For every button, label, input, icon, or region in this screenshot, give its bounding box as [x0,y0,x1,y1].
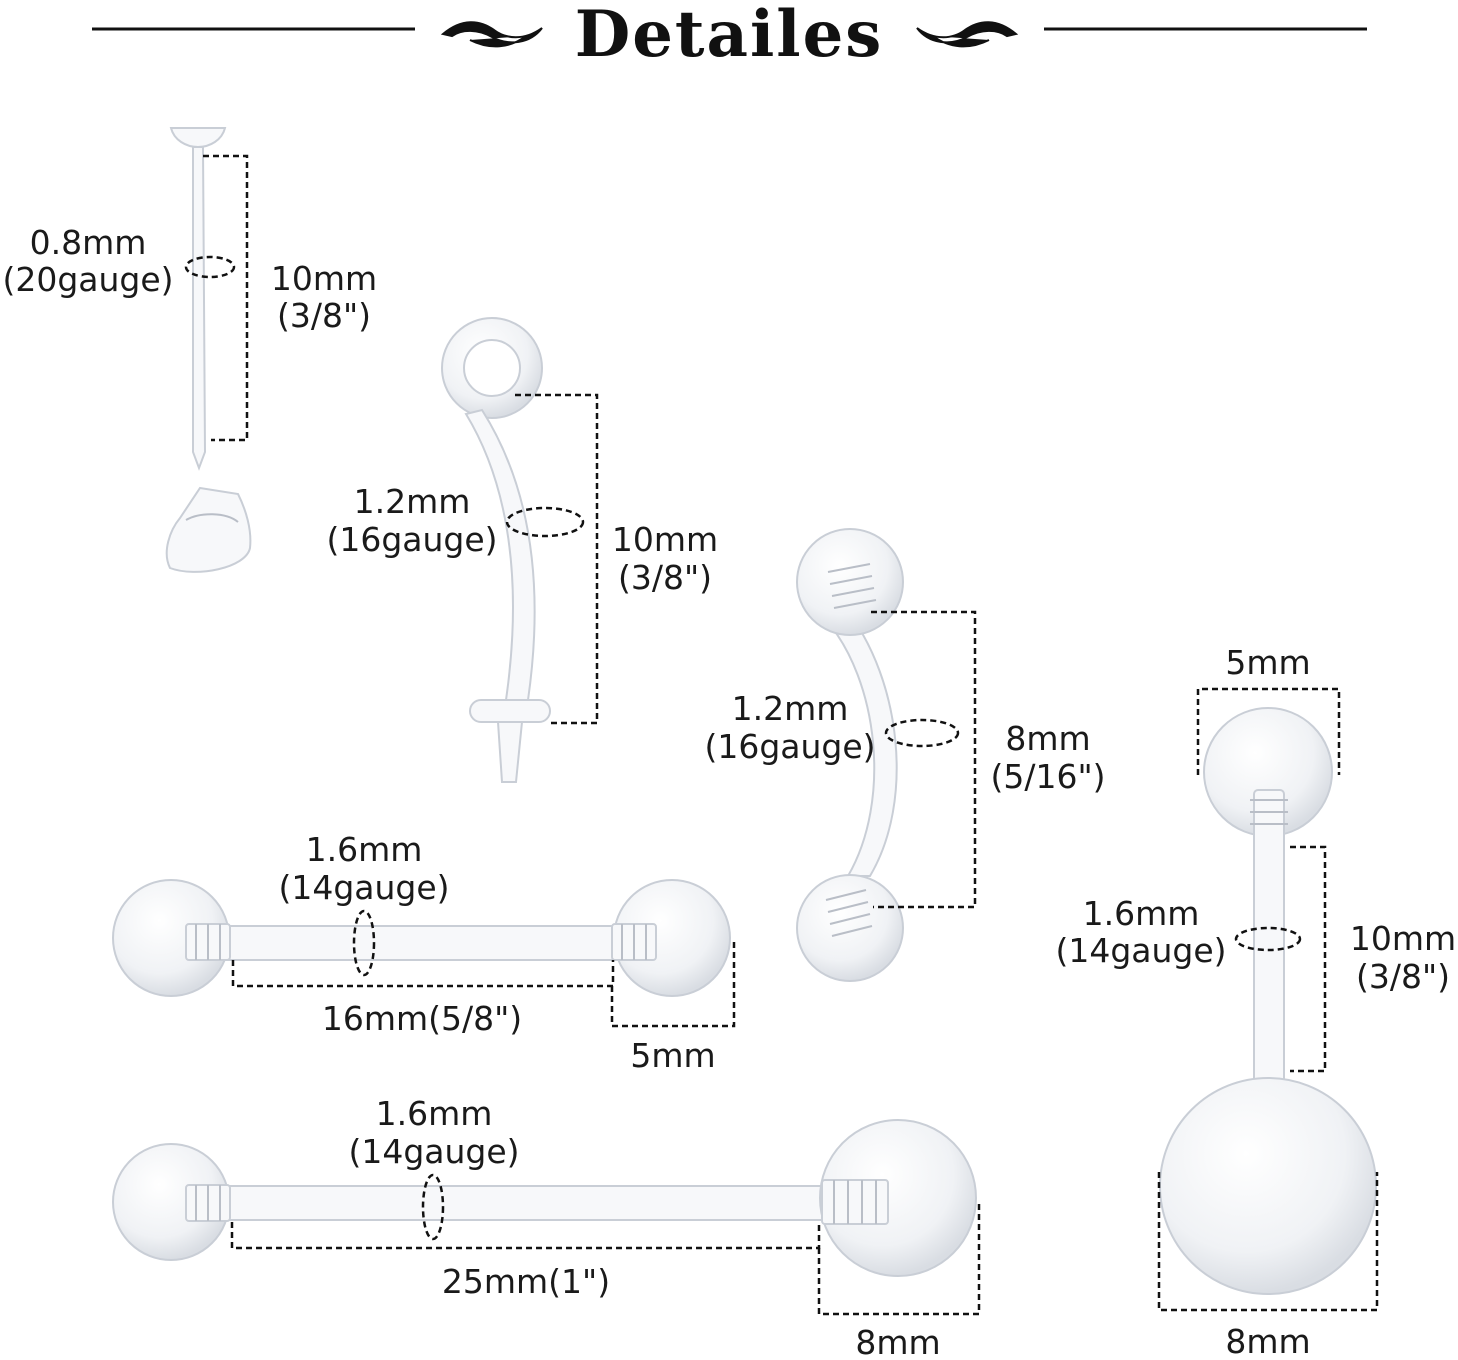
industrial-barbell-length-bracket [230,1222,821,1250]
belly-barbell-bottom-ball-size: 8mm [1225,1322,1310,1360]
curved-labret-gauge-mm: 1.2mm [354,482,471,521]
page-title: Detailes [575,0,884,72]
tongue-barbell-ball-size: 5mm [630,1036,715,1075]
curved-barbell-length-mm: 8mm [1005,719,1090,758]
industrial-barbell-bar [189,1185,851,1221]
header: Detailes [92,0,1367,72]
curved-labret-length-in: (3/8") [618,558,712,597]
tongue-barbell-gauge-mm: 1.6mm [306,830,423,869]
tongue-barbell-gauge: (14gauge) [278,868,449,907]
labret-post [192,146,207,471]
industrial-barbell-gauge-mm: 1.6mm [376,1094,493,1133]
belly-barbell-length-bracket [1290,845,1327,1073]
curved-barbell-bottom-ball [796,874,904,982]
belly-barbell-top-ball-size: 5mm [1225,643,1310,682]
tongue-barbell: 1.6mm (14gauge) 16mm(5/8") 5mm [112,830,736,1075]
flourish-left-icon [440,21,543,48]
curved-barbell-length-bracket [871,610,977,909]
belly-barbell-gauge-ring [1234,926,1302,952]
curved-barbell-gauge-mm: 1.2mm [732,689,849,728]
curved-labret-length-bracket [515,393,599,725]
tongue-barbell-ball-bracket [610,940,736,1028]
curved-labret-gauge-ring [505,506,585,538]
industrial-barbell: 1.6mm (14gauge) 25mm(1") 8mm [112,1094,981,1360]
labret-length-bracket [203,154,249,442]
curved-labret-tip [496,721,524,783]
tongue-barbell-gauge-ring [352,909,376,977]
industrial-barbell-length: 25mm(1") [442,1262,610,1301]
belly-barbell-bottom-ball-bracket [1157,1172,1379,1312]
belly-barbell-length-mm: 10mm [1350,919,1456,958]
belly-barbell-length-in: (3/8") [1356,957,1450,996]
belly-barbell-gauge-mm: 1.6mm [1083,894,1200,933]
labret-gauge-ring [184,255,236,279]
belly-barbell: 5mm 1.6mm (14gauge) 10mm (3/8") 8mm [1055,643,1456,1360]
industrial-barbell-ball-size: 8mm [855,1323,940,1360]
flourish-right-icon [916,21,1019,48]
belly-barbell-gauge: (14gauge) [1055,931,1226,970]
belly-barbell-top-ball-bracket [1196,687,1341,775]
tongue-barbell-length: 16mm(5/8") [322,999,522,1038]
curved-barbell-top-ball [796,528,904,636]
curved-labret-end-disc [469,699,551,723]
labret-gauge: (20gauge) [2,260,173,299]
tongue-barbell-length-bracket [231,960,615,988]
labret-length-in: (3/8") [277,296,371,335]
labret-back [165,486,252,573]
curved-barbell-gauge-ring [884,718,960,748]
curved-barbell-length-in: (5/16") [990,757,1105,796]
labret-gauge-mm: 0.8mm [30,223,147,262]
industrial-barbell-right-ball [819,1119,977,1277]
belly-barbell-bottom-ball [1159,1077,1377,1295]
industrial-barbell-gauge-ring [421,1173,445,1241]
curved-barbell: 1.2mm (16gauge) 8mm (5/16") [704,528,1106,982]
industrial-barbell-ball-bracket [817,1200,981,1316]
curved-labret-gauge: (16gauge) [326,520,497,559]
labret-stud: 0.8mm (20gauge) 10mm (3/8") [2,127,377,573]
industrial-barbell-gauge: (14gauge) [348,1132,519,1171]
curved-labret: 1.2mm (16gauge) 10mm (3/8") [326,317,718,783]
curved-labret-length-mm: 10mm [612,520,718,559]
labret-disc [169,127,227,149]
curved-barbell-gauge: (16gauge) [704,727,875,766]
labret-length-mm: 10mm [271,259,377,298]
tongue-barbell-bar [189,925,651,961]
